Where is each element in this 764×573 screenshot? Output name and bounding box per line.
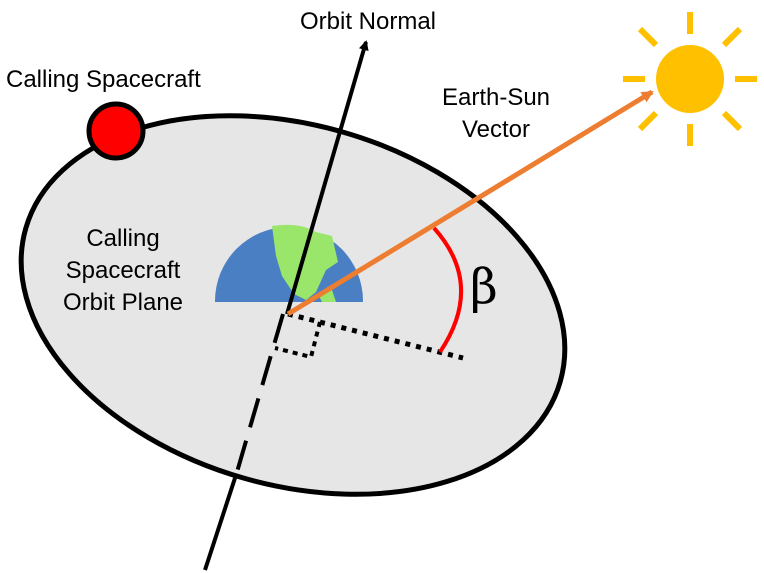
- orbit-normal-label: Orbit Normal: [300, 8, 436, 35]
- earth-sun-label-line1: Earth-Sun: [442, 84, 550, 111]
- earth-sun-label-line2: Vector: [462, 116, 530, 143]
- beta-angle-arc: [432, 226, 464, 354]
- sun-projection-line: [287, 311, 464, 361]
- orbit-normal-lower: [203, 477, 237, 571]
- orbit-plane-label-line2: Spacecraft: [66, 257, 181, 284]
- orbit-normal-dashed: [235, 313, 285, 473]
- orbit-normal-arrow: [285, 40, 369, 315]
- earth-icon: [215, 224, 363, 302]
- right-angle-marker: [274, 321, 322, 360]
- sun-icon: [623, 12, 757, 146]
- orbit-plane-label-line3: Orbit Plane: [63, 289, 183, 316]
- orbit-plane-label-line1: Calling: [86, 225, 159, 252]
- earth-sun-vector: [286, 89, 654, 317]
- spacecraft-marker: [86, 101, 146, 161]
- orbit-plane: [18, 113, 568, 497]
- beta-angle-label: β: [470, 259, 498, 315]
- calling-spacecraft-label: Calling Spacecraft: [6, 66, 201, 93]
